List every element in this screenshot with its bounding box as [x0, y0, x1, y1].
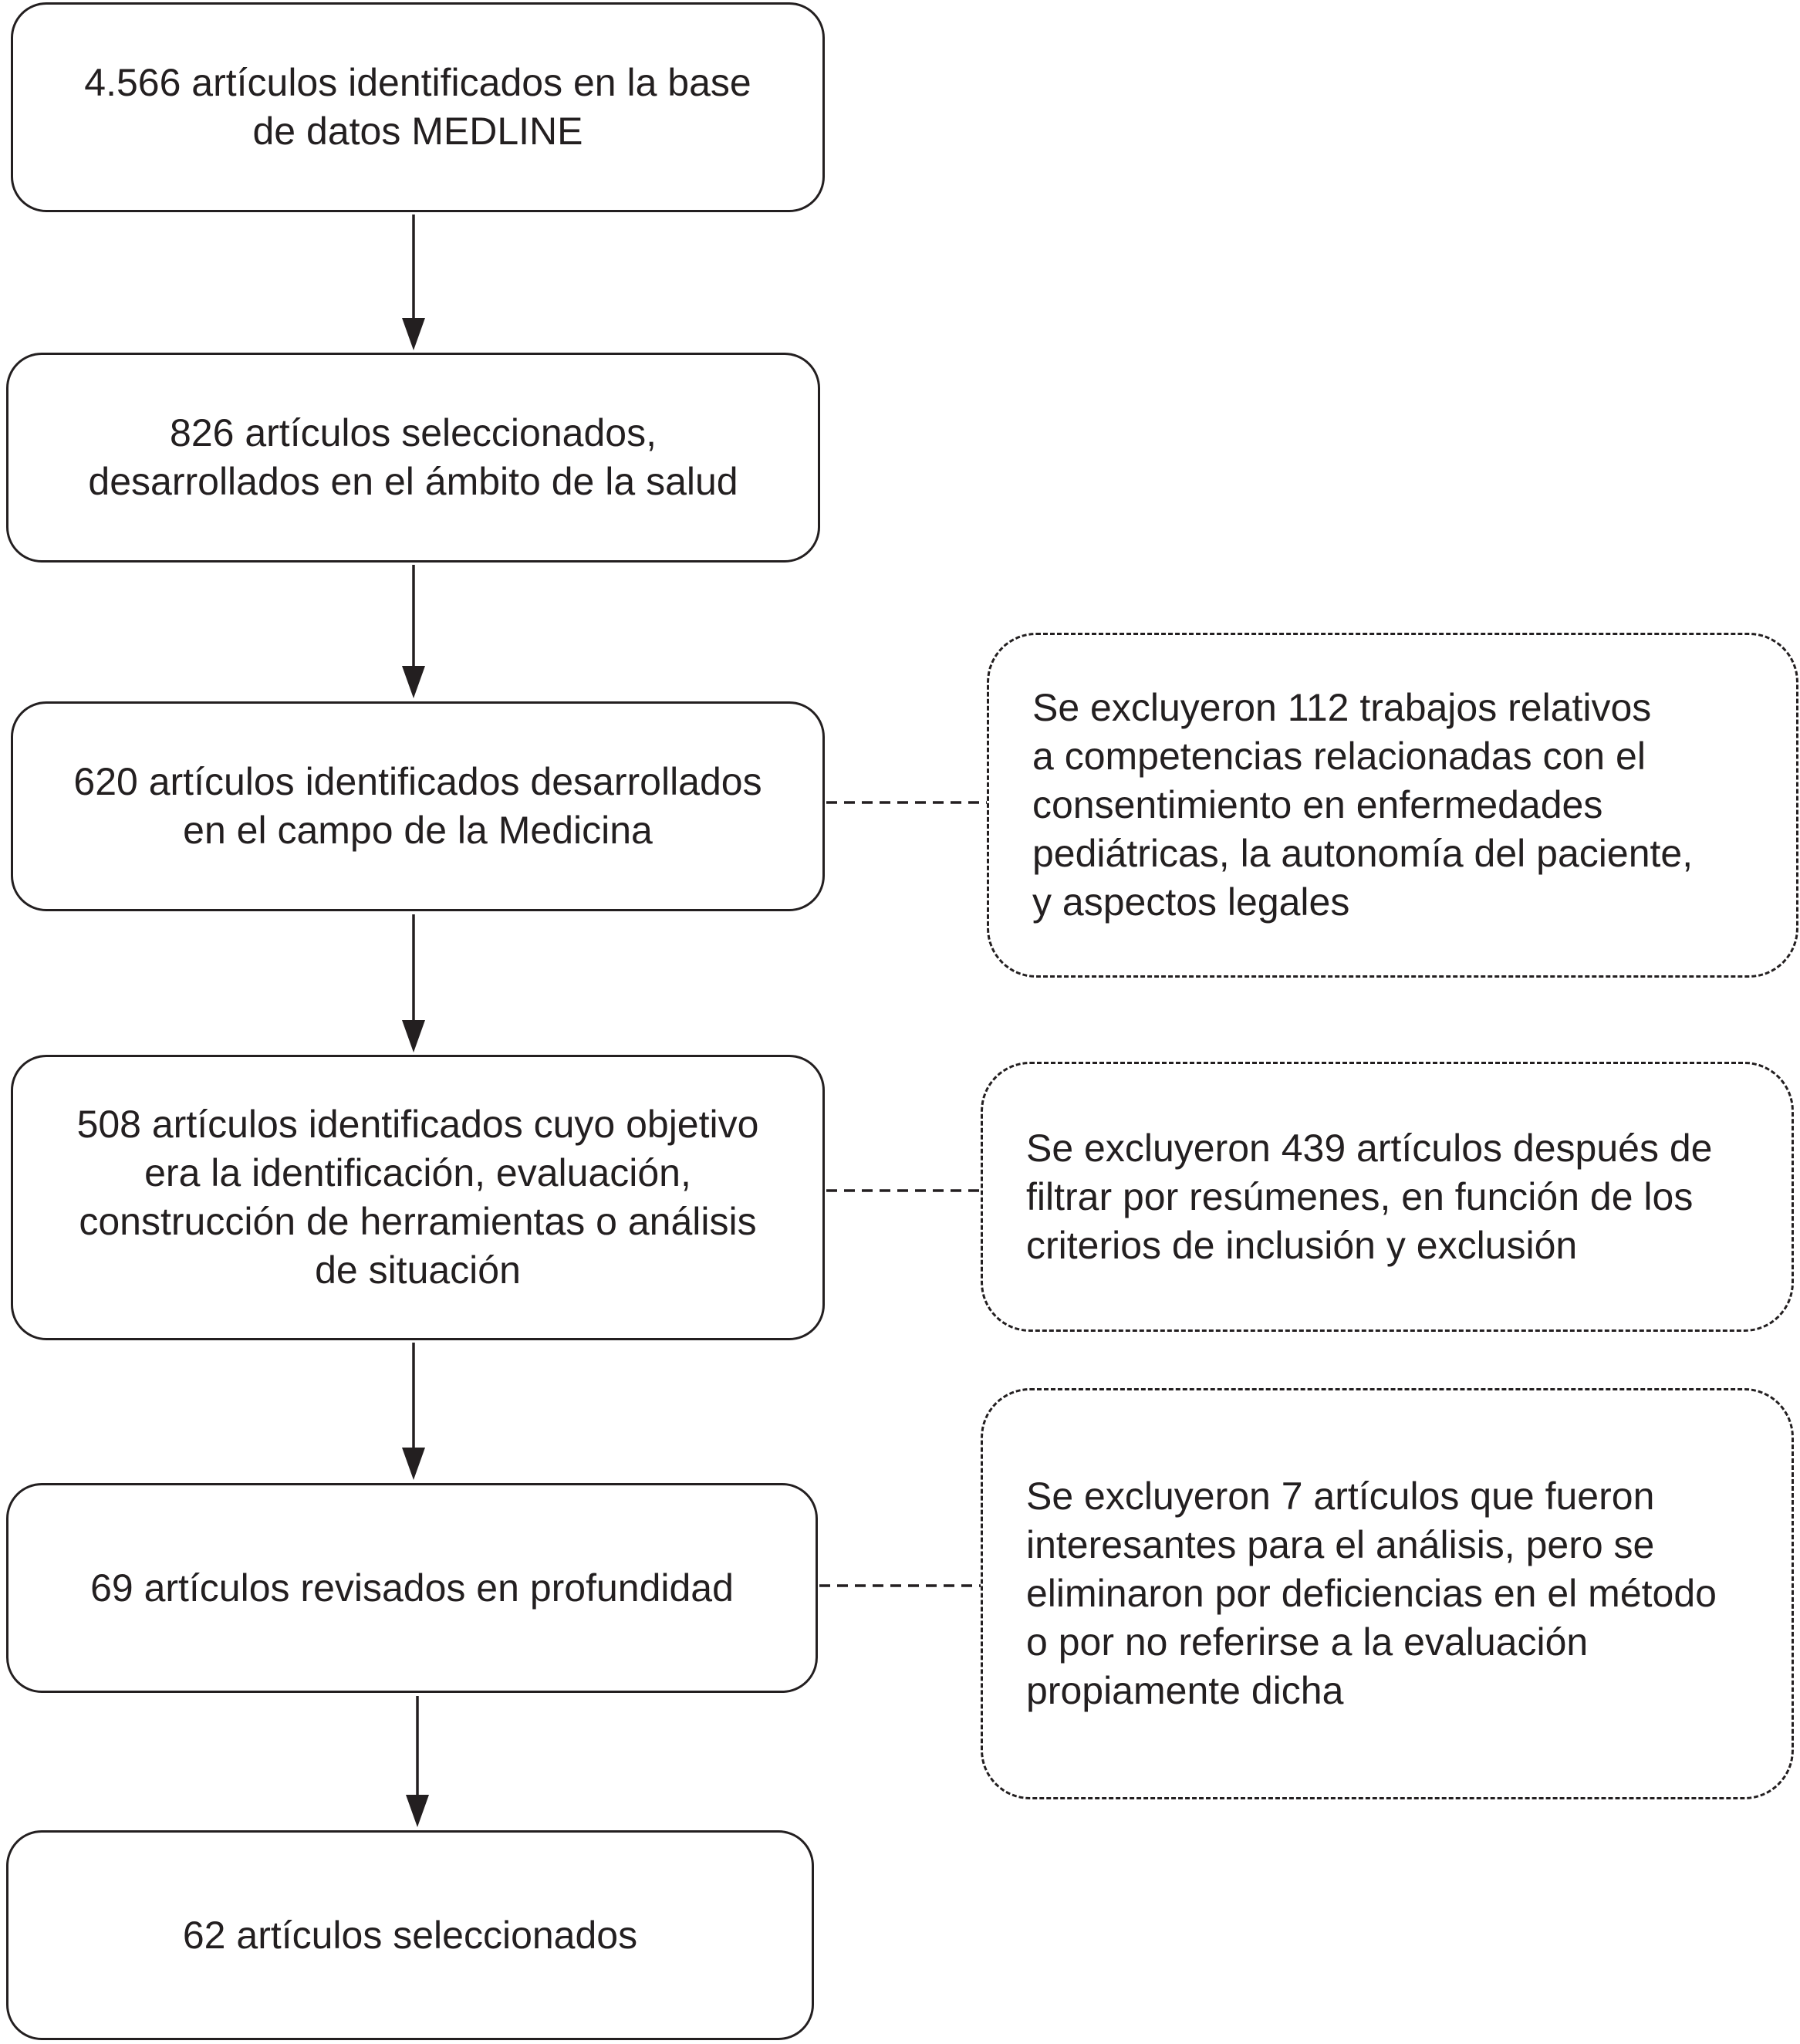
exclusion-box-7: Se excluyeron 7 artículos que fueron int…	[981, 1388, 1794, 1799]
flow-arrowhead-3	[402, 1020, 425, 1052]
flow-arrowhead-5	[406, 1795, 429, 1827]
flow-step-in-depth-review: 69 artículos revisados en profundidad	[6, 1483, 818, 1693]
flow-step-health-field: 826 artículos seleccionados, desarrollad…	[6, 353, 820, 563]
exclusion-box-112: Se excluyeron 112 trabajos relativos a c…	[987, 633, 1798, 978]
flow-step-identified-medline: 4.566 artículos identificados en la base…	[11, 2, 825, 212]
flow-step-final-selection-label: 62 artículos seleccionados	[182, 1913, 638, 1957]
flow-arrowhead-2	[402, 666, 425, 698]
flow-step-health-field-label: 826 artículos seleccionados, desarrollad…	[88, 411, 738, 503]
flow-arrowhead-4	[402, 1448, 425, 1480]
flow-step-objective-filter: 508 artículos identificados cuyo objetiv…	[11, 1055, 825, 1340]
flow-step-identified-medline-label: 4.566 artículos identificados en la base…	[84, 61, 751, 153]
exclusion-box-112-label: Se excluyeron 112 trabajos relativos a c…	[1032, 686, 1694, 924]
flow-step-in-depth-review-label: 69 artículos revisados en profundidad	[90, 1566, 734, 1610]
flow-step-final-selection: 62 artículos seleccionados	[6, 1830, 814, 2040]
flow-step-medicine-field-label: 620 artículos identificados desarrollado…	[73, 760, 762, 852]
exclusion-box-439: Se excluyeron 439 artículos después de f…	[981, 1062, 1794, 1332]
flow-step-objective-filter-label: 508 artículos identificados cuyo objetiv…	[76, 1103, 759, 1292]
exclusion-box-7-label: Se excluyeron 7 artículos que fueron int…	[1026, 1475, 1717, 1712]
flow-arrowhead-1	[402, 318, 425, 350]
exclusion-box-439-label: Se excluyeron 439 artículos después de f…	[1026, 1126, 1713, 1267]
flow-step-medicine-field: 620 artículos identificados desarrollado…	[11, 701, 825, 911]
